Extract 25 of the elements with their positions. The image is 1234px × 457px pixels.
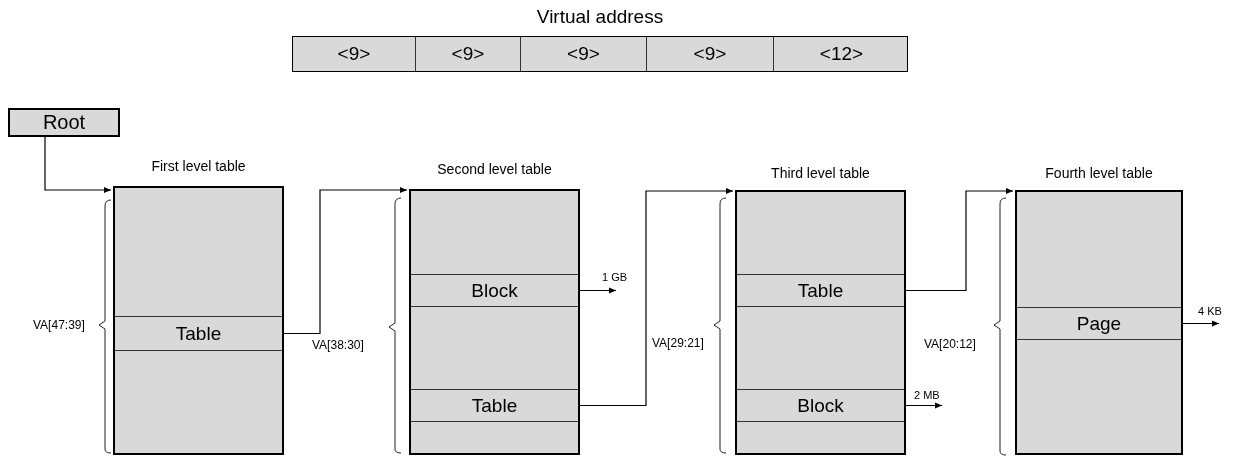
bit-field-cell: <9> [520,37,646,71]
table-entry: Table [115,316,282,351]
table-title: Third level table [770,165,871,181]
table-entry: Table [411,389,578,422]
table-entry: Table [737,274,904,307]
edge-label: 1 GB [602,271,628,283]
bit-field-cell: <9> [415,37,520,71]
bit-field-cell: <9> [293,37,415,71]
bit-range-label: VA[29:21] [652,336,704,350]
edge-label: 4 KB [1198,305,1222,317]
edge-label: 2 MB [914,389,940,401]
table-title: First level table [150,158,247,174]
bit-range-label: VA[20:12] [924,337,976,351]
bit-range-label: VA[47:39] [33,318,85,332]
address-title: Virtual address [535,6,665,28]
table-entry: Page [1017,307,1181,340]
bit-field-cell: <12> [773,37,909,71]
table-title: Fourth level table [1044,165,1154,181]
bit-field-cell: <9> [646,37,773,71]
table-entry: Block [737,389,904,422]
table-entry: Block [411,274,578,307]
bit-range-label: VA[38:30] [312,338,364,352]
root-box: Root [8,108,120,137]
connector-arrow [44,136,112,193]
table-title: Second level table [436,161,553,177]
